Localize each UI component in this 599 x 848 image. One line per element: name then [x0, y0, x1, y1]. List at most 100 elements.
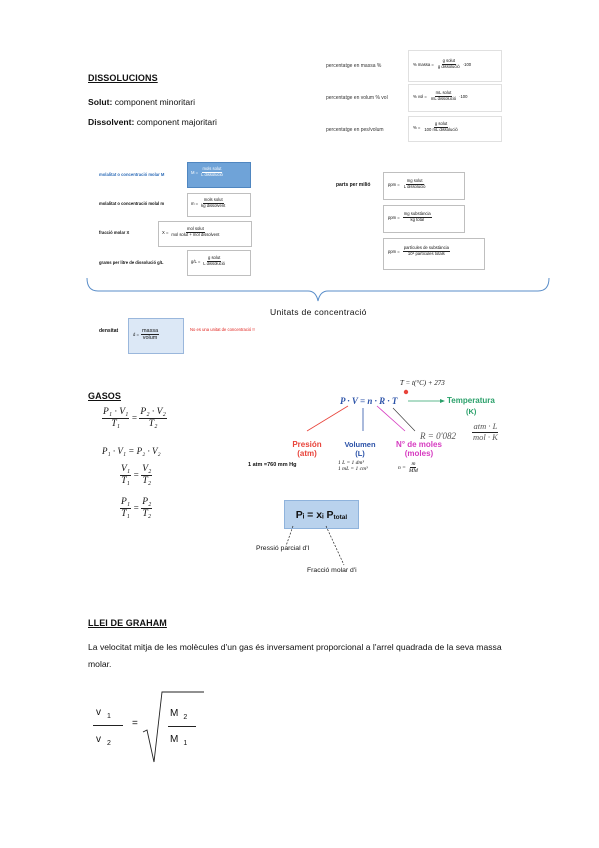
graham-heading: LLEI DE GRAHAM: [88, 618, 167, 628]
ppm-label: parts per milió: [336, 182, 371, 188]
ideal-gas-arrows: [306, 389, 445, 432]
law3-rnum: V₂: [141, 464, 153, 476]
law4-rnum: P₂: [141, 497, 153, 509]
ppm-formula-1: ppm = mg solut L dissolució: [383, 172, 465, 200]
percentage-formulas: percentatge en massa % % massa = g solut…: [326, 50, 506, 142]
pct-pv-lhs: % =: [413, 124, 421, 130]
moles-label: N° de moles (moles): [396, 440, 442, 458]
ppm-formula-2: ppm = mg substància kg total: [383, 205, 465, 233]
pct-mass-lhs: % massa =: [413, 61, 434, 67]
grams-litre-den: L dissolució: [203, 260, 226, 266]
solut-label: Solut:: [88, 97, 113, 107]
gasos-heading: GASOS: [88, 391, 122, 401]
r-constant: R = 0'082: [420, 431, 456, 441]
pct-vol-formula: % vol = mL solut mL dissolució ·100: [408, 84, 502, 112]
r-den: mol · K: [473, 431, 498, 442]
ppm-formula-3: ppm = partícules de substància 10⁶ partí…: [383, 238, 485, 270]
volumen-label: Volumen (L): [344, 440, 376, 458]
law4-lnum: P₁: [120, 497, 132, 509]
presion-note: 1 atm =760 mm Hg: [248, 462, 297, 468]
molaritat-formula: M = mols solut L dissolució: [187, 162, 251, 188]
ppm-1-num: mg solut: [405, 178, 424, 185]
densitat-formula: d = massa volum: [128, 318, 184, 354]
law1-lden: T₁: [111, 418, 120, 429]
molalitat-den: kg dissolvent: [201, 202, 226, 208]
presion-label: Presión (atm): [292, 440, 322, 458]
densitat-den: volum: [142, 335, 158, 342]
fraccio-molar-num: mol solut: [186, 226, 205, 233]
molaritat-lhs: M =: [191, 169, 199, 175]
dissolvent-text: component majoritari: [136, 117, 217, 127]
solut-text: component minoritari: [114, 97, 195, 107]
fraccio-molar-caption: Fracció molar d'i: [307, 567, 357, 574]
temp-formula: T = t(°C) + 273: [400, 379, 445, 387]
volumen-notes: 1 L = 1 dm³ 1 mL = 1 cm³: [338, 460, 368, 472]
pct-mass-num: g solut: [441, 58, 456, 65]
fraccio-molar-den: mol solut + mol dissolvent: [171, 231, 220, 237]
law4-rden: T₂: [142, 508, 152, 519]
concentration-brace: [86, 277, 550, 302]
pct-vol-lhs: % vol =: [413, 93, 427, 99]
pct-mass-label: percentatge en massa %: [326, 63, 382, 69]
molaritat-num: mols solut: [201, 166, 223, 173]
dalton-arrows: [285, 525, 345, 566]
pct-vol-suffix: ·100: [459, 93, 468, 99]
densitat-note: No es una unitat de concentració !!: [190, 327, 255, 332]
temperatura-label: Temperatura: [447, 396, 495, 405]
molalitat-num: mols solut: [202, 197, 224, 204]
temperatura-unit: (K): [466, 407, 477, 416]
boyle-law: P₁ · V₁ = P₂ · V₂: [102, 446, 161, 456]
ppm-3-den: 10⁶ partícules totals: [407, 250, 445, 256]
ppm-2-num: mg substància: [402, 211, 432, 218]
grams-litre-lhs: g/L =: [191, 258, 201, 264]
law3-rden: T₂: [142, 475, 152, 486]
pct-pv-formula: % = g solut 100 mL dissolució: [408, 116, 502, 142]
graham-right-fraction-bar: [168, 726, 196, 727]
law1-rden: T₂: [148, 418, 158, 429]
law3-lden: T₁: [121, 475, 130, 486]
pct-vol-num: mL solut: [434, 90, 453, 97]
ppm-1-lhs: ppm =: [388, 181, 400, 187]
ppm-3-num: partícules de substància: [402, 245, 450, 252]
ppm-2-lhs: ppm =: [388, 214, 400, 220]
pct-mass-suffix: ·100: [462, 61, 472, 67]
ppm-1-den: L dissolució: [403, 183, 426, 189]
molalitat-formula: m = mols solut kg dissolvent: [187, 193, 251, 217]
pct-mass-den: g dissolució: [437, 63, 460, 69]
ideal-gas-diagram: T = t(°C) + 273 P · V = n · R · T Temper…: [240, 375, 530, 485]
dissolucions-heading: DISSOLUCIONS: [88, 73, 158, 83]
fraccio-molar-formula: X = mol solut mol solut + mol dissolvent: [158, 221, 252, 247]
pressio-parcial-label: Pressió parcial d'I: [256, 545, 310, 552]
molalitat-label: molalitat o concentració molal m: [99, 201, 165, 206]
grams-litre-num: g solut: [206, 255, 222, 262]
ppm-3-lhs: ppm =: [388, 248, 400, 254]
fraccio-molar-label: fracció molar X: [99, 230, 130, 235]
pct-pv-den: 100 mL dissolució: [424, 126, 458, 132]
pct-vol-den: mL dissolució: [430, 95, 457, 101]
densitat-label: densitat: [99, 328, 119, 334]
brace-caption: Unitats de concentració: [270, 307, 367, 317]
molaritat-den: L dissolució: [201, 171, 223, 177]
law4-lden: T₁: [121, 508, 130, 519]
law3-lnum: V₁: [120, 464, 132, 476]
law1-rnum: P₂ · V₂: [139, 407, 167, 419]
densitat-num: massa: [140, 328, 160, 336]
molalitat-lhs: m =: [191, 200, 199, 206]
fraccio-molar-lhs: X =: [162, 229, 169, 235]
pct-pv-num: g solut: [433, 121, 449, 128]
solut-definition: Solut: component minoritari: [88, 97, 195, 107]
graham-left-fraction-bar: [93, 725, 123, 726]
pct-pv-label: percentatge en pes/volum: [326, 127, 384, 133]
grams-litre-label: grams per litre de dissolució g/L: [99, 260, 164, 265]
graham-text: La velocitat mitja de les molècules d'un…: [88, 642, 502, 669]
graham-equals: =: [132, 718, 138, 729]
